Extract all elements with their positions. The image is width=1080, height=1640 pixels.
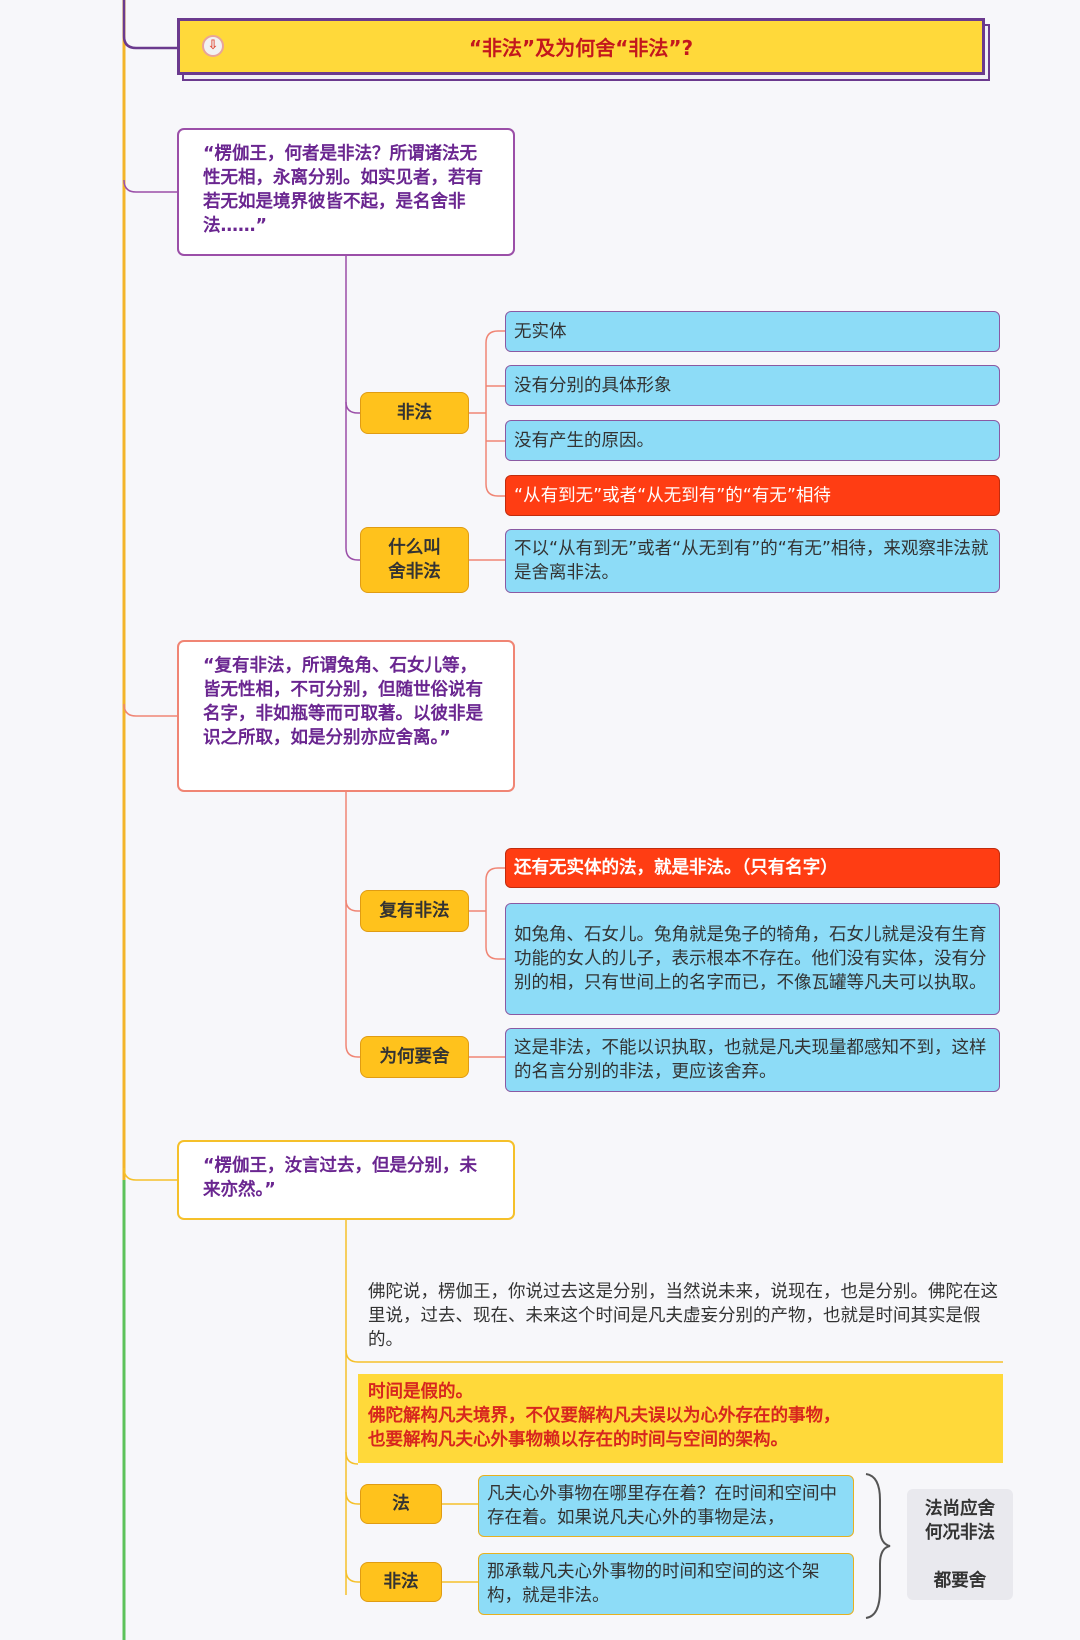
topic-label: 非法 [397, 403, 432, 423]
quote-topic[interactable]: “楞伽王，汝言过去，但是分别，未来亦然。” [177, 1140, 515, 1220]
leaf-topic[interactable]: 没有产生的原因。 [505, 420, 1000, 461]
topic-feifa[interactable]: 非法 [360, 1562, 442, 1602]
topic-fuyoufeifa[interactable]: 复有非法 [360, 890, 469, 932]
download-circle-icon[interactable]: ⇩ [202, 35, 224, 57]
leaf-topic-highlight[interactable]: 还有无实体的法，就是非法。（只有名字） [505, 848, 1000, 888]
note-text[interactable]: 佛陀说，楞伽王，你说过去这是分别，当然说未来，说现在，也是分别。佛陀在这里说，过… [368, 1282, 998, 1350]
root-topic-title: “非法”及为何舍“非法”? [468, 36, 694, 60]
leaf-topic[interactable]: 凡夫心外事物在哪里存在着？在时间和空间中存在着。如果说凡夫心外的事物是法， [478, 1475, 854, 1537]
leaf-topic[interactable]: 不以“从有到无”或者“从无到有”的“有无”相待，来观察非法就是舍离非法。 [505, 529, 1000, 593]
quote-topic[interactable]: “楞伽王，何者是非法？所谓诸法无性无相，永离分别。如实见者，若有若无如是境界彼皆… [177, 128, 515, 256]
root-topic[interactable]: ⇩ “非法”及为何舍“非法”? [177, 18, 985, 75]
leaf-topic[interactable]: 这是非法，不能以识执取，也就是凡夫现量都感知不到，这样的名言分别的非法，更应该舍… [505, 1028, 1000, 1092]
topic-fa[interactable]: 法 [360, 1484, 442, 1524]
quote-topic[interactable]: “复有非法，所谓兔角、石女儿等，皆无性相，不可分别，但随世俗说有名字，非如瓶等而… [177, 640, 515, 792]
leaf-topic[interactable]: 无实体 [505, 311, 1000, 352]
topic-label: 复有非法 [379, 901, 450, 921]
leaf-topic[interactable]: 如兔角、石女儿。兔角就是兔子的犄角，石女儿就是没有生育功能的女人的儿子，表示根本… [505, 903, 1000, 1015]
leaf-topic[interactable]: 那承载凡夫心外事物的时间和空间的这个架构，就是非法。 [478, 1553, 854, 1615]
leaf-topic[interactable]: 没有分别的具体形象 [505, 365, 1000, 406]
leaf-topic-highlight[interactable]: “从有到无”或者“从无到有”的“有无”相待 [505, 475, 1000, 516]
topic-label: 什么叫 舍非法 [388, 538, 441, 582]
note-highlight[interactable]: 时间是假的。 佛陀解构凡夫境界，不仅要解构凡夫误以为心外存在的事物， 也要解构凡… [358, 1374, 1003, 1463]
topic-label: 非法 [383, 1572, 419, 1592]
topic-shefeifa[interactable]: 什么叫 舍非法 [360, 527, 469, 593]
summary-topic[interactable]: 法尚应舍 何况非法 都要舍 [907, 1489, 1013, 1600]
topic-weihe[interactable]: 为何要舍 [360, 1036, 469, 1078]
topic-label: 为何要舍 [379, 1047, 450, 1067]
topic-label: 法 [392, 1494, 410, 1514]
topic-feifa[interactable]: 非法 [360, 392, 469, 434]
